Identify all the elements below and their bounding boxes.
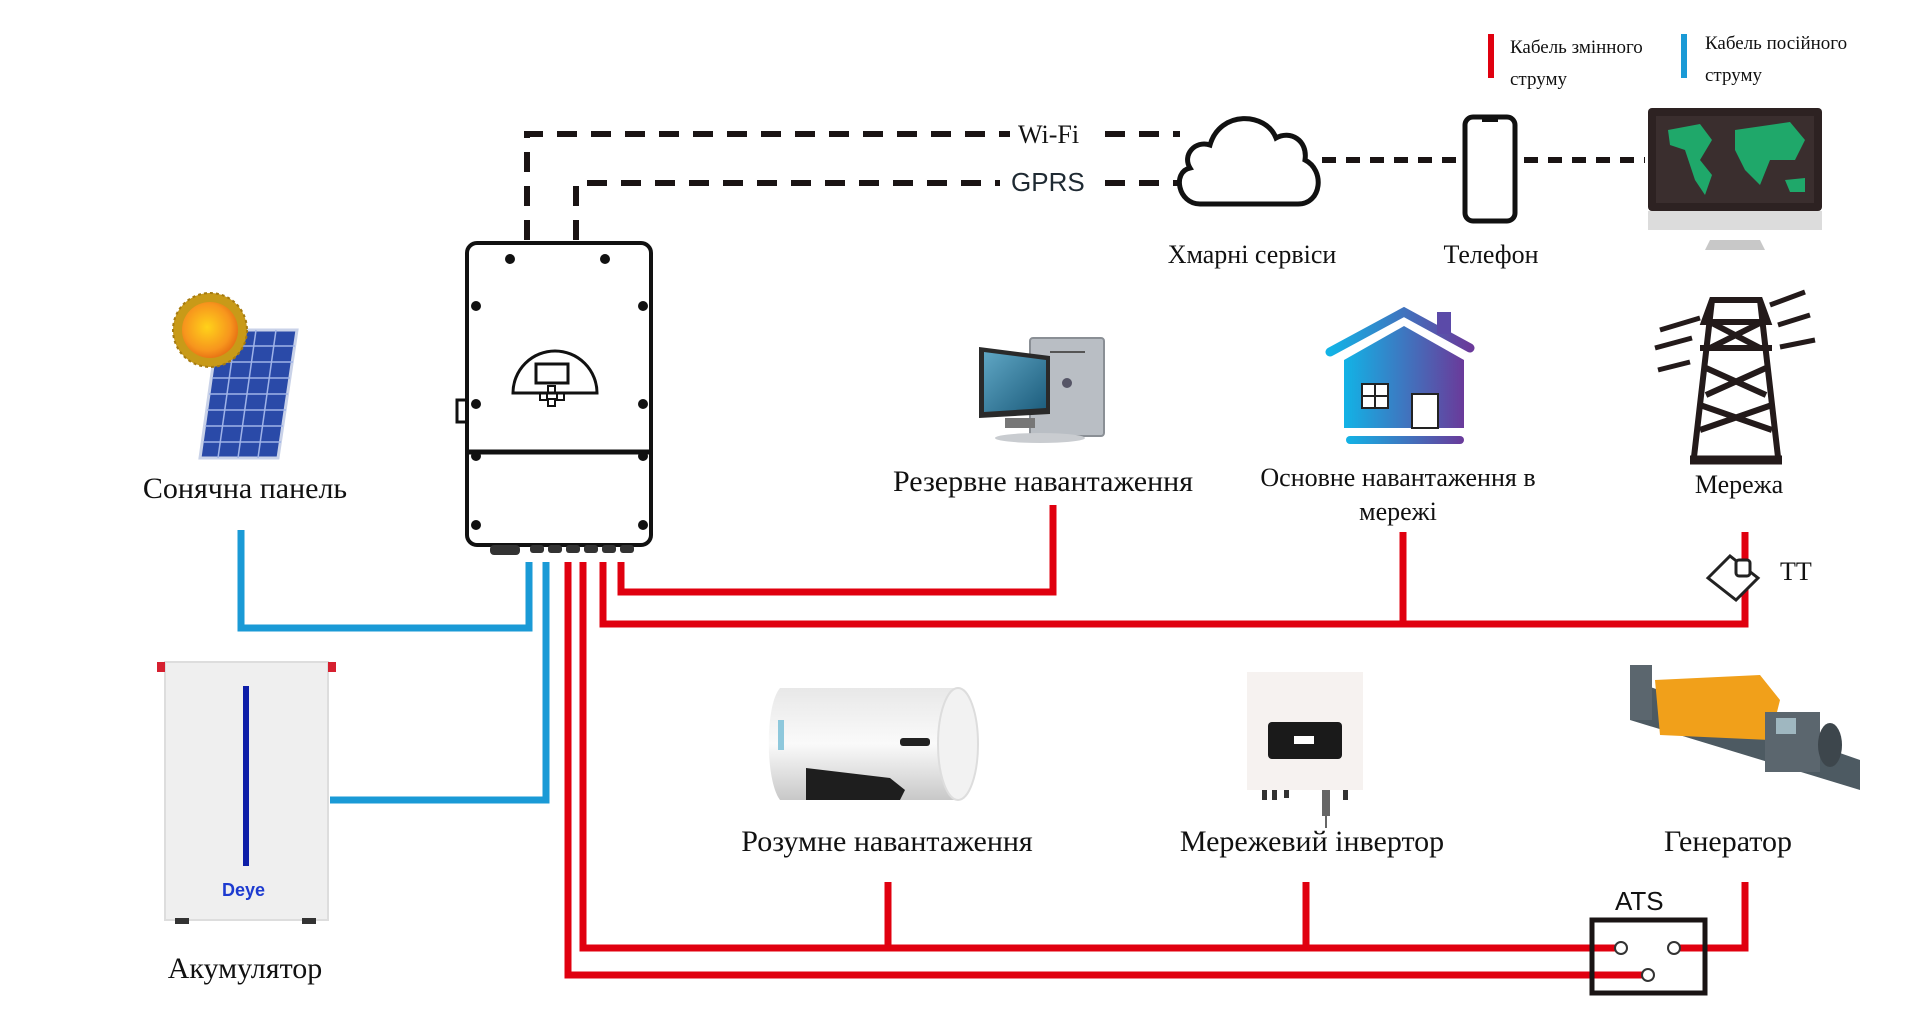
pv-dc-wire	[237, 530, 533, 632]
smart-load-bus-wire	[579, 562, 1620, 952]
ac-wires	[564, 505, 1749, 979]
battery-brand-label: Deye	[222, 880, 266, 900]
hybrid-inverter-icon	[455, 241, 653, 547]
wifi-link	[524, 131, 1180, 240]
legend-ac-label: Кабель змінного струму	[1510, 32, 1643, 96]
house-icon	[1325, 306, 1475, 444]
smart-load-label: Розумне навантаження	[741, 825, 1033, 858]
cloud-services-label: Хмарні сервіси	[1167, 240, 1337, 269]
grid-label: Мережа	[1694, 470, 1784, 499]
backup-load-wire	[617, 505, 1057, 596]
inverter-screws	[471, 254, 648, 530]
power-tower-icon	[1654, 289, 1816, 465]
backup-load-label: Резервне навантаження	[892, 465, 1194, 498]
legend-ac-label-line1: Кабель змінного	[1510, 37, 1643, 58]
monitor-icon	[1648, 108, 1822, 250]
main-load-label: Основне навантаження в мережі	[1260, 461, 1535, 529]
generator-icon	[1630, 665, 1860, 790]
inverter-ports	[490, 545, 634, 555]
legend-dc-swatch	[1681, 34, 1687, 78]
legend-dc-label: Кабель посійного струму	[1705, 28, 1847, 92]
generator-ats-wire	[1674, 882, 1749, 952]
grid-wire	[599, 532, 1749, 628]
solar-panel-icon	[172, 292, 299, 460]
wifi-label: Wi-Fi	[1012, 120, 1086, 150]
phone-icon	[1462, 114, 1518, 224]
ct-clamp-icon	[1705, 553, 1761, 603]
battery-dc-wire	[330, 562, 550, 804]
cloud-icon	[1177, 116, 1321, 207]
phone-label: Телефон	[1443, 240, 1539, 269]
gprs-label: GPRS	[1005, 167, 1091, 198]
water-heater-icon	[768, 687, 979, 801]
main-load-label-line2: мережі	[1359, 497, 1437, 526]
ats-switch-icon	[1589, 917, 1708, 996]
legend-dc-label-line1: Кабель посійного	[1705, 33, 1848, 54]
battery-label: Акумулятор	[167, 952, 323, 985]
desktop-pc-icon	[979, 337, 1105, 443]
main-load-label-line1: Основне навантаження в	[1260, 463, 1536, 492]
gprs-link	[573, 180, 1180, 240]
legend-dc-label-line2: струму	[1705, 65, 1762, 86]
ats-label: ATS	[1615, 886, 1664, 916]
ct-label: ТТ	[1780, 557, 1812, 586]
grid-inverter-label: Мережевий інвертор	[1179, 825, 1445, 858]
generator-label: Генератор	[1664, 825, 1792, 858]
dc-wires	[237, 530, 550, 804]
legend-ac-swatch	[1488, 34, 1494, 78]
legend-ac-label-line2: струму	[1510, 69, 1567, 90]
grid-inverter-icon	[1247, 672, 1363, 828]
battery-icon	[157, 661, 336, 924]
generator-input-wire	[564, 562, 1648, 979]
solar-panel-label: Сонячна панель	[142, 472, 348, 505]
